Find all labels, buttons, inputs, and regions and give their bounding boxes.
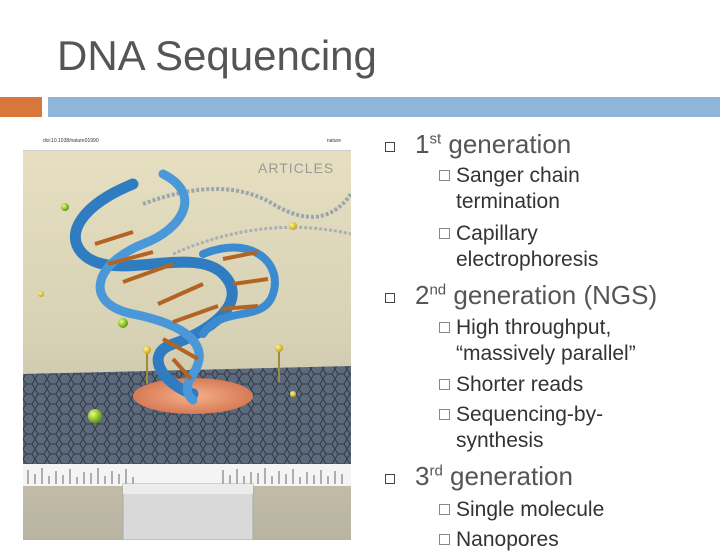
sub-bullet-single-molecule: Single molecule xyxy=(439,497,604,523)
bullet-label: generation xyxy=(442,461,573,491)
accent-bar-blue xyxy=(48,97,720,117)
sub-bullet-text: Capillary xyxy=(456,222,538,245)
bullet-number: 1 xyxy=(415,129,430,159)
sub-bullet-nanopores: Nanopores xyxy=(439,527,559,553)
bullet-label: generation xyxy=(441,129,572,159)
sub-bullet-text: High throughput, xyxy=(456,316,612,339)
sub-bullet-square-icon xyxy=(439,322,450,333)
journal-reference: doi:10.1038/nature01990 xyxy=(43,138,99,144)
dna-helix-image xyxy=(23,150,351,540)
sub-bullet-text-cont: termination xyxy=(456,190,560,213)
bullet-number: 2 xyxy=(415,280,430,310)
accent-bar-orange xyxy=(0,97,42,117)
bullet-square-icon xyxy=(385,142,395,152)
sub-bullet-text: Sanger chain xyxy=(456,164,580,187)
bullet-label: generation (NGS) xyxy=(446,280,658,310)
bullet-ordinal: nd xyxy=(429,281,447,299)
sub-bullet-text-cont: electrophoresis xyxy=(456,248,599,271)
sub-bullet-sequencing-by-synthesis: Sequencing-by- synthesis xyxy=(439,402,603,454)
dna-sequencing-illustration: doi:10.1038/nature01990 nature ARTICLES xyxy=(23,134,351,540)
sub-bullet-high-throughput: High throughput, “massively parallel” xyxy=(439,315,636,367)
sub-bullet-text-cont: synthesis xyxy=(456,429,544,452)
sub-bullet-square-icon xyxy=(439,379,450,390)
sub-bullet-sanger: Sanger chain termination xyxy=(439,163,580,215)
articles-label: ARTICLES xyxy=(258,160,335,176)
bullet-number: 3 xyxy=(415,461,430,491)
slide-title: DNA Sequencing xyxy=(57,32,377,79)
sub-bullet-square-icon xyxy=(439,228,450,239)
sub-bullet-square-icon xyxy=(439,170,450,181)
sub-bullet-square-icon xyxy=(439,504,450,515)
journal-header-strip: doi:10.1038/nature01990 nature xyxy=(23,134,351,151)
sub-bullet-text: Shorter reads xyxy=(456,373,584,396)
bullet-ordinal: rd xyxy=(429,462,443,480)
sub-bullet-text: Single molecule xyxy=(456,498,605,521)
sub-bullet-text-cont: “massively parallel” xyxy=(456,342,636,365)
sub-bullet-shorter-reads: Shorter reads xyxy=(439,372,583,398)
bullet-square-icon xyxy=(385,293,395,303)
sub-bullet-capillary: Capillary electrophoresis xyxy=(439,221,598,273)
sub-bullet-text: Sequencing-by- xyxy=(456,403,604,426)
sub-bullet-square-icon xyxy=(439,409,450,420)
journal-mark: nature xyxy=(326,138,341,144)
bullet-ordinal: st xyxy=(429,130,442,148)
bullet-square-icon xyxy=(385,474,395,484)
